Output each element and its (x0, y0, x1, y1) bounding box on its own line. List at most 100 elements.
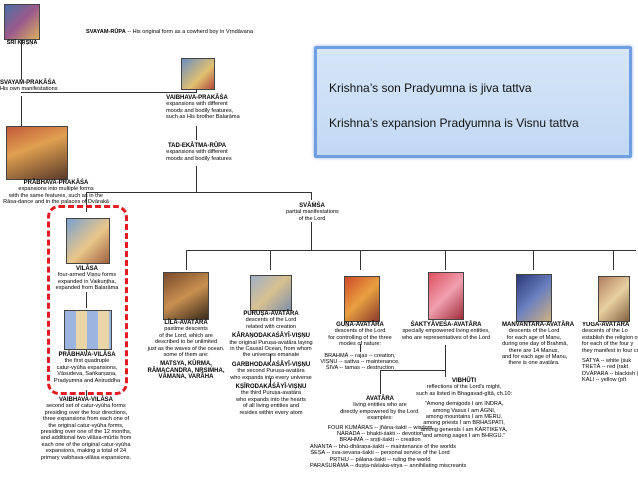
ksirodakasayi-title: KṢĪRODAKAŚĀYĪ-VIṢṆU (235, 384, 307, 391)
prabhava-vilasa-label: PRĀBHAVA-VILĀSA the first quadruple catu… (52, 352, 122, 384)
yuga-example: SATYA -- white (śuk (582, 358, 632, 365)
connector-line (196, 166, 197, 192)
yuga-desc: descents of the Lo (582, 328, 628, 335)
garbhodakasayi-desc: the second Puruṣa-avatāra (237, 368, 305, 375)
purusa-avatara-image (250, 275, 292, 311)
vaibhava-prakasa-desc: moods and bodily features, (166, 107, 234, 114)
sri-krsna-label: ŚRĪ KṚṢṆA (2, 40, 42, 46)
prabhava-prakasa-title: PRĀBHAVA-PRAKĀŚA (23, 180, 89, 186)
prabhava-vilasa-desc: the first quadruple (64, 358, 110, 365)
connector-line (196, 126, 197, 140)
lila-avatara-title: LĪLĀ-AVATĀRA (164, 320, 208, 326)
svamsa-label: SVĀṀŚA partial manifestations of the Lor… (286, 203, 339, 222)
svamsa-desc: of the Lord (298, 215, 326, 222)
yuga-title: YUGA-AVATĀRA (582, 322, 630, 328)
saktyavesa-label: ŚAKTYĀVEŚA-AVATĀRA specially empowered l… (400, 322, 492, 341)
yuga-example: KALI -- yellow (pīt (582, 377, 627, 384)
lila-avatara-desc: just as the waves of the ocean. (147, 345, 225, 352)
guna-avatara-example: VIṢṆU -- sattva -- maintenance, (320, 359, 400, 366)
garbhodakasayi-title: GARBHODAKAŚĀYĪ-VIṢṆU (231, 361, 311, 368)
connector-line (196, 88, 197, 93)
sri-krsna-image (4, 4, 40, 40)
ksirodakasayi-desc: resides within every atom (239, 409, 303, 416)
prabhava-vilasa-desc: catur-vyūha expansions, (56, 364, 118, 371)
karanodakasayi-desc: the original Puruṣa-avatāra laying (229, 339, 313, 346)
lila-avatara-desc: of the Lord, which are (159, 332, 213, 339)
vaibhava-prakasa-desc: such as His brother Balarāma (166, 114, 240, 121)
ksirodakasayi-desc: the third Puruṣa-avatāra (240, 390, 301, 397)
vaibhava-vilasa-desc: expansions, making a total of 24 (45, 448, 127, 455)
vaibhava-vilasa-desc: each one of the original catur-vyūha (41, 441, 131, 448)
connector-line (21, 92, 196, 93)
avatara-title: AVATĀRA (366, 396, 394, 402)
vibhuti-quote: among Vasus I am AGNI, (432, 407, 496, 414)
manvantara-desc: and for each age of Manu, (502, 354, 568, 361)
connector-line (270, 354, 271, 362)
manvantara-title: MANVANTARA-AVATĀRA (502, 322, 575, 328)
vaibhava-vilasa-desc: and additional two vilāsa-mūrtis from (40, 435, 132, 442)
connector-line (270, 250, 271, 270)
connector-line (360, 344, 361, 352)
yuga-image (598, 276, 630, 322)
avatara-example: FOUR KUMĀRAS -- jñāna-śakti -- wisdom (327, 424, 433, 431)
prabhava-vilasa-desc: Vāsudeva, Saṅkarṣaṇa, (57, 371, 117, 378)
manvantara-desc: during one day of Brahmā, (502, 341, 568, 348)
connector-line (533, 250, 534, 270)
vaibhava-vilasa-desc: primary vaibhava-vilāsa expansions. (40, 454, 132, 461)
vaibhava-vilasa-title: VAIBHAVA-VILĀSA (59, 397, 113, 403)
connector-line (311, 222, 312, 250)
lila-avatara-label: LĪLĀ-AVATĀRA pastime descents of the Lor… (140, 320, 232, 381)
avatara-example: BRAHMĀ -- sṛṣṭi-śakti -- creation (339, 437, 421, 444)
lila-avatara-desc: some of them are: (163, 352, 209, 359)
highlight-box (47, 205, 128, 395)
connector-line (86, 292, 87, 308)
svayam-prakasa-desc: His own manifestations (0, 86, 58, 93)
vibhuti-quote: among mountains I am MERU, (425, 414, 503, 421)
manvantara-desc: descents of the Lord (508, 328, 560, 335)
vaibhava-prakasa-image (181, 58, 215, 90)
guna-avatara-image (344, 276, 380, 322)
callout-line-1: Krishna’s son Pradyumna is jiva tattva (329, 81, 532, 95)
vibhuti-quote: and among sages I am BHṚGU." (422, 433, 506, 440)
connector-line (270, 378, 271, 386)
avatara-desc: directly empowered by the Lord. (340, 408, 420, 415)
yuga-desc: for each of the four y (582, 341, 634, 348)
ksirodakasayi-desc: of all living entities and (242, 403, 300, 410)
saktyavesa-title: ŚAKTYĀVEŚA-AVATĀRA (410, 322, 482, 328)
vibhuti-quote: "Among demigods I am INDRA, (424, 401, 504, 408)
vilasa-label: VILĀSA four-armed Viṣṇu forms expanded i… (52, 266, 122, 292)
sri-krsna-title: ŚRĪ KṚṢṆA (6, 40, 38, 46)
connector-line (186, 250, 636, 251)
avatara-example: ANANTA -- bhū-dhāraṇa-śakti -- maintenan… (310, 443, 457, 450)
tad-ekatma-title: TAD-EKĀTMA-RŪPA (167, 143, 227, 149)
tad-ekatma-label: TAD-EKĀTMA-RŪPA expansions with differen… (166, 143, 232, 162)
purusa-avatara-desc: related with creation (245, 323, 297, 330)
prabhava-prakasa-desc: expansions into multiple forms (18, 186, 94, 193)
saktyavesa-image (428, 272, 464, 320)
connector-line (21, 96, 22, 136)
vaibhava-vilasa-desc: presiding over the four directions, (44, 409, 128, 416)
manvantara-desc: there are 14 Manus, (508, 347, 560, 354)
ksirodakasayi-desc: who expands into the hearts (236, 396, 306, 403)
avatara-example: ŚEṢA -- sva-sevana-śakti -- personal ser… (310, 450, 450, 457)
guna-avatara-desc: descents of the Lord (334, 328, 386, 335)
connector-line (311, 192, 312, 200)
avatara-desc: living entities who are (353, 402, 407, 409)
connector-line (445, 345, 446, 377)
vibhuti-desc: such as listed in Bhagavad-gītā, ch.10: (415, 390, 513, 397)
lila-avatara-desc: described to be unlimited (154, 339, 218, 346)
yuga-label: YUGA-AVATĀRA descents of the Lo establis… (582, 322, 638, 384)
lila-avatara-desc: pastime descents (164, 326, 208, 333)
connector-line (380, 370, 381, 394)
karanodakasayi-title: KĀRAṆODAKAŚĀYĪ-VIṢṆU (231, 333, 310, 340)
connector-line (445, 250, 446, 270)
connector-line (86, 192, 87, 212)
yuga-example: DVĀPARA -- blackish ( (582, 370, 638, 377)
guna-avatara-title: GUṆA-AVATĀRA (336, 322, 384, 328)
garbhodakasayi-desc: who expands into every universe (230, 374, 312, 381)
callout-box: Krishna’s son Pradyumna is jiva tattva K… (314, 46, 632, 158)
guna-avatara-desc: modes of nature: (339, 341, 381, 348)
vibhuti-quote: among generals I am KĀRTIKEYA, (420, 426, 508, 433)
svayam-rupa-title: SVAYAM-RŪPA (86, 29, 126, 35)
vilasa-desc: expanded in Vaikuṇṭha, (57, 278, 117, 285)
